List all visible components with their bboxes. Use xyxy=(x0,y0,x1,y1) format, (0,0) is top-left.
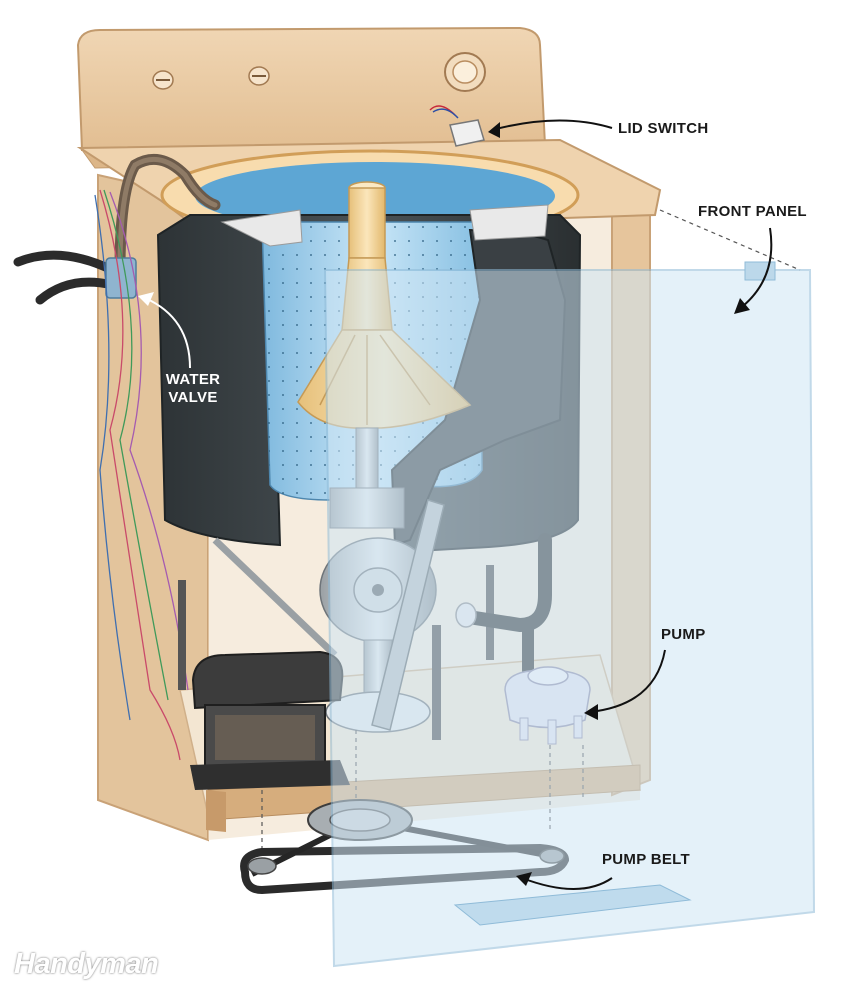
label-water-valve-line1: WATER xyxy=(165,371,221,388)
cabinet-left-foot xyxy=(206,790,226,832)
lid-switch xyxy=(429,105,485,147)
drive-motor xyxy=(190,650,350,790)
arrow-water-valve xyxy=(144,297,191,369)
front-panel xyxy=(323,261,816,968)
tub-brackets xyxy=(220,204,549,247)
label-front-panel: FRONT PANEL xyxy=(698,203,807,220)
motor-pulley xyxy=(247,857,277,875)
arrow-lid-switch xyxy=(491,119,613,131)
arrow-front-panel xyxy=(737,227,773,311)
label-pump-belt: PUMP BELT xyxy=(602,851,690,868)
arrow-pump-belt xyxy=(521,877,613,890)
control-knob-left xyxy=(152,70,174,90)
arrow-pump xyxy=(589,649,666,713)
water-hoses xyxy=(13,153,221,305)
label-lid-switch: LID SWITCH xyxy=(618,120,709,137)
label-pump: PUMP xyxy=(661,626,706,643)
brand-logo: THE FAMILY Handyman xyxy=(14,940,159,980)
control-knob-middle xyxy=(248,66,270,86)
control-knob-timer xyxy=(444,52,486,92)
brand-tagline: THE FAMILY xyxy=(56,940,113,949)
label-water-valve-line2: VALVE xyxy=(168,389,218,406)
wiring xyxy=(94,189,189,761)
label-water-valve: WATER VALVE xyxy=(150,371,236,407)
leader-arrows xyxy=(138,119,773,890)
brand-name: Handyman xyxy=(14,948,159,980)
